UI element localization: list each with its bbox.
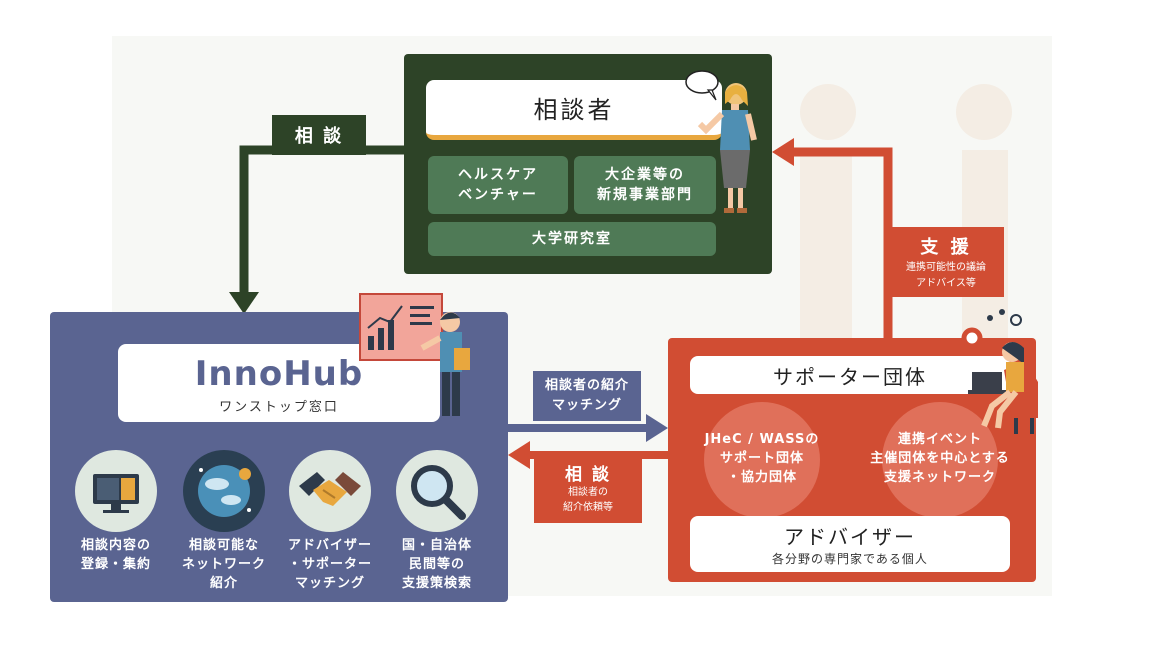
- supporter-groups-text: JHeC / WASSの サポート団体 ・協力団体: [704, 432, 820, 485]
- consult-back-sub: 相談者の 紹介依頼等: [563, 487, 613, 513]
- advisor-card: アドバイザー 各分野の専門家である個人: [690, 516, 1010, 572]
- feature-label-registration: 相談内容の 登録・集約: [80, 538, 151, 572]
- consultant-title: 相談者: [426, 80, 722, 140]
- advisor-title: アドバイザー: [784, 525, 916, 549]
- arrow-head-support: [772, 138, 794, 166]
- support-title: 支 援: [920, 237, 972, 258]
- supporter-panel: サポーター団体 JHeC / WASSの サポート団体 ・協力団体 連携イベント…: [668, 338, 1036, 582]
- circle-bg-left: [704, 402, 820, 518]
- group-university-lab: 大学研究室: [428, 222, 716, 256]
- group-healthcare-venture: ヘルスケア ベンチャー: [428, 156, 568, 214]
- circle-bg-right: [882, 402, 998, 518]
- magnifier-icon: [396, 450, 478, 532]
- consult-back-label: 相 談 相談者の 紹介依頼等: [534, 455, 642, 523]
- handshake-icon: [289, 450, 371, 532]
- intro-matching-label: 相談者の紹介 マッチング: [533, 371, 641, 421]
- decor-bar: [800, 150, 852, 350]
- arrow-head-consult-back: [508, 441, 530, 469]
- presenter-man-illustration: [359, 293, 470, 416]
- consultant-panel: 相談者 ヘルスケア ベンチャー 大企業等の 新規事業部門 大学研究室: [404, 54, 772, 274]
- feature-label-search: 国・自治体 民間等の 支援策検索: [401, 538, 472, 591]
- feature-label-matching: アドバイザー ・サポーター マッチング: [287, 538, 372, 591]
- supporter-title: サポーター団体: [690, 356, 1010, 394]
- supporter-woman-illustration: [961, 309, 1038, 434]
- consult-down-label: 相 談: [272, 115, 366, 155]
- group-enterprise-division: 大企業等の 新規事業部門: [574, 156, 716, 214]
- globe-network-icon: [183, 450, 265, 532]
- support-sub: 連携可能性の議論 アドバイス等: [906, 262, 986, 289]
- innohub-logo: InnoHub: [194, 354, 364, 394]
- feature-label-network: 相談可能な ネットワーク 紹介: [181, 538, 266, 591]
- support-label: 支 援 連携可能性の議論 アドバイス等: [888, 227, 1004, 297]
- innohub-subtitle: ワンストップ窓口: [219, 400, 339, 415]
- arrow-head-intro: [646, 414, 668, 442]
- decor-circle: [956, 84, 1012, 140]
- arrow-head-consult-down: [229, 292, 259, 314]
- decor-circle: [800, 84, 856, 140]
- consultant-woman-illustration: [685, 70, 757, 213]
- monitor-icon: [75, 450, 157, 532]
- consult-back-title: 相 談: [565, 465, 611, 485]
- advisor-subtitle: 各分野の専門家である個人: [772, 552, 928, 566]
- support-network-text: 連携イベント 主催団体を中心とする 支援ネットワーク: [870, 432, 1010, 485]
